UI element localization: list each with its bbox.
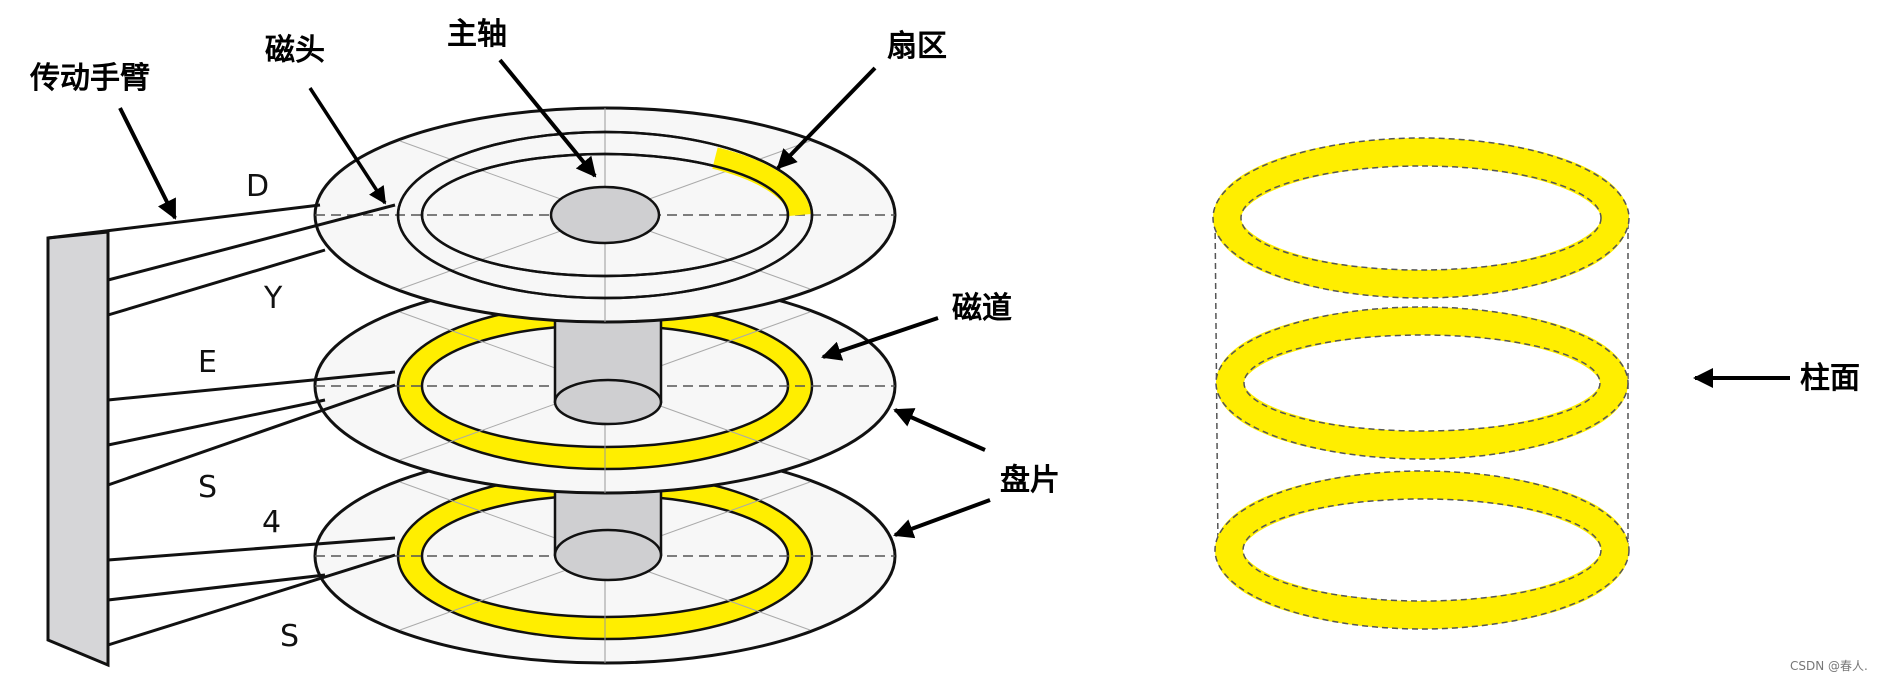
cylinder-ring-middle xyxy=(1215,306,1629,460)
cylinder-ring-top xyxy=(1212,137,1630,299)
hard-disk-illustration: D Y E S 4 S 传动手臂 磁头 主轴 扇区 磁道 盘片 xyxy=(29,17,1060,668)
spindle-middle xyxy=(553,318,663,426)
head-pointer-arrow xyxy=(308,87,387,205)
label-sector: 扇区 xyxy=(887,29,947,64)
arm-letter: D xyxy=(246,169,269,204)
arm-letter: Y xyxy=(263,281,283,316)
sector-pointer-arrow xyxy=(776,66,877,170)
arm-letter: E xyxy=(198,345,217,380)
sector-highlight xyxy=(712,147,811,217)
label-head: 磁头 xyxy=(265,33,325,68)
label-track: 磁道 xyxy=(952,291,1012,326)
arm-letter: S xyxy=(198,470,217,505)
platter-top xyxy=(313,106,897,324)
track-pointer-arrow xyxy=(821,316,939,361)
arm-letter: S xyxy=(280,619,299,654)
arm-letter: 4 xyxy=(262,505,281,540)
cylinder-illustration: 柱面 xyxy=(1212,137,1860,630)
watermark: CSDN @春人. xyxy=(1790,659,1868,673)
label-cylinder: 柱面 xyxy=(1800,361,1860,396)
label-arm: 传动手臂 xyxy=(29,61,150,96)
label-spindle: 主轴 xyxy=(447,17,507,52)
platter-pointer-arrow xyxy=(893,498,991,539)
spindle-lower xyxy=(553,483,663,582)
cylinder-ring-bottom xyxy=(1214,470,1630,630)
spindle-pointer-arrow xyxy=(498,58,597,178)
spindle-top xyxy=(549,185,661,245)
arm-pointer-arrow xyxy=(118,107,177,220)
actuator-arm xyxy=(46,203,396,668)
label-platter: 盘片 xyxy=(1000,463,1060,498)
platter-pointer-arrow xyxy=(893,408,986,452)
